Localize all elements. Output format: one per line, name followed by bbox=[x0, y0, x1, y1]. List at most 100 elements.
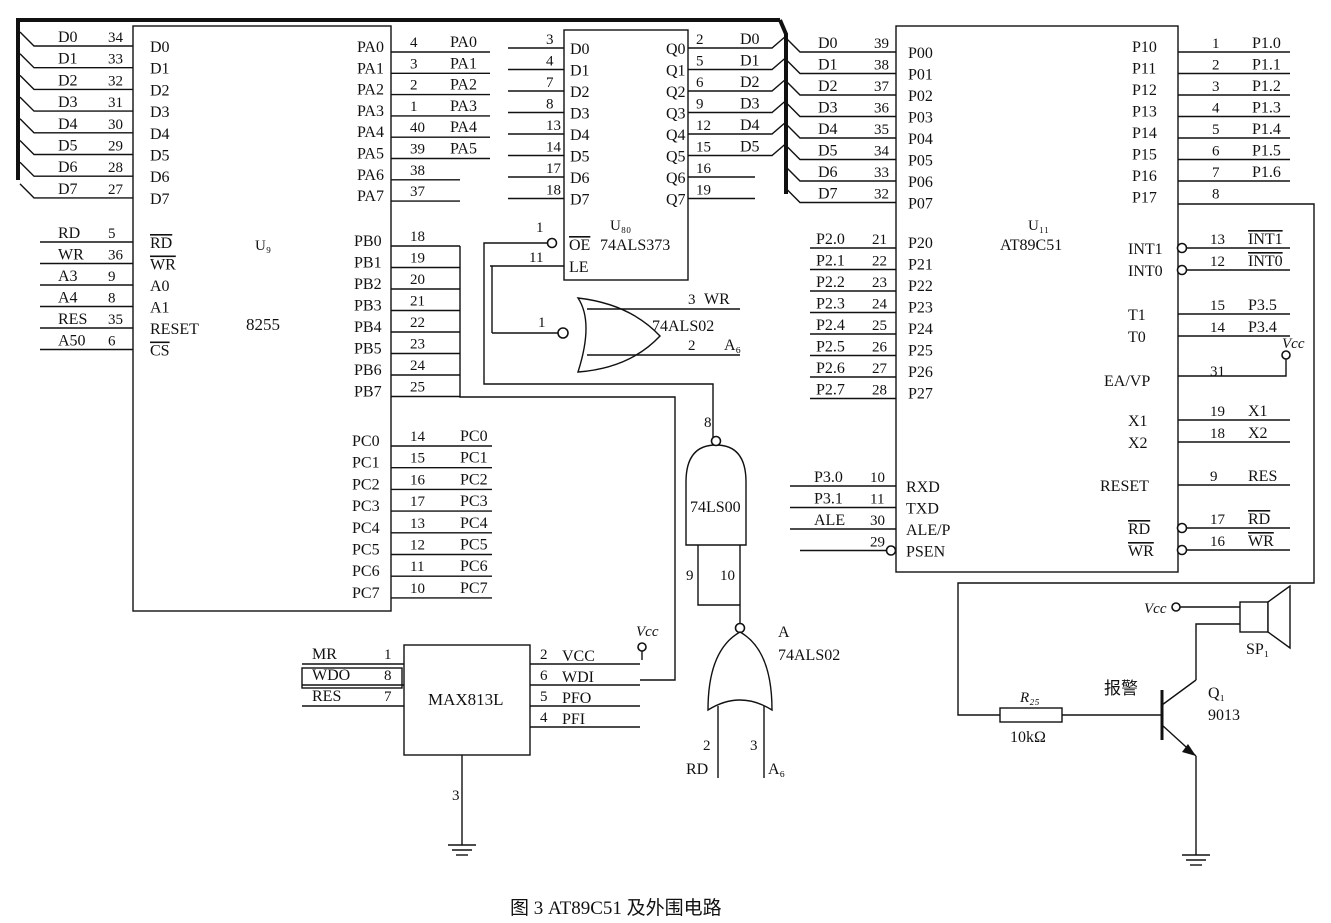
u9-type: 8255 bbox=[246, 315, 280, 334]
nand-bubble bbox=[710, 435, 722, 447]
u80-q-pin-label: Q4 bbox=[666, 127, 686, 144]
u11-right-signal: INT1 bbox=[1248, 231, 1283, 248]
pb0-to-wdi-wire bbox=[459, 246, 676, 681]
u11-p0-pin-number: 38 bbox=[874, 58, 889, 74]
u11-right-pin-number: 14 bbox=[1210, 320, 1226, 336]
u11-p2-pin-number: 24 bbox=[872, 297, 888, 313]
u11-right-pin-number: 16 bbox=[1210, 534, 1226, 550]
u9-pa-signal: PA1 bbox=[450, 55, 477, 72]
u11-p1-signal: P1.3 bbox=[1252, 100, 1281, 117]
max813-right-pin-number: 4 bbox=[540, 710, 548, 726]
u11-p1-signal: P1.1 bbox=[1252, 57, 1281, 74]
u9-pc-pin-number: 12 bbox=[410, 538, 425, 554]
u11-p2-pin-number: 23 bbox=[872, 275, 887, 291]
nor1-bubble bbox=[557, 327, 569, 339]
u9-left-signal: D2 bbox=[58, 72, 78, 89]
nor2-in2-sig: A₆ bbox=[768, 761, 785, 778]
u11-right-signal: P3.5 bbox=[1248, 297, 1277, 314]
u9-pa-pin-label: PA5 bbox=[357, 146, 384, 163]
nor2-in1-num: 2 bbox=[703, 738, 711, 754]
u9-pb-pin-label: PB1 bbox=[354, 255, 382, 272]
u11-p2-signal: P2.7 bbox=[816, 382, 845, 399]
u11-p3-signal: P3.0 bbox=[814, 469, 843, 486]
u9-pc-signal: PC7 bbox=[460, 580, 488, 597]
u9-pc-signal: PC2 bbox=[460, 471, 488, 488]
u9-pa-pin-number: 38 bbox=[410, 163, 425, 179]
u9-left-pin-label: D1 bbox=[150, 61, 170, 78]
u9-pa-pin-label: PA1 bbox=[357, 60, 384, 77]
u11-p1-pin-label: P13 bbox=[1132, 104, 1157, 121]
u9-left-signal: D3 bbox=[58, 94, 78, 111]
nor2-bubble bbox=[734, 622, 746, 634]
resistor-value: 10kΩ bbox=[1010, 729, 1046, 746]
u9-data-line bbox=[19, 161, 133, 177]
u80-oe-label: OE bbox=[569, 237, 590, 254]
u11-right-pin-label: T1 bbox=[1128, 307, 1146, 324]
nor1-type: 74ALS02 bbox=[652, 318, 714, 335]
u9-pa-pin-number: 2 bbox=[410, 78, 418, 94]
u9-pa-pin-number: 37 bbox=[410, 184, 426, 200]
u11-p1-pin-label: P11 bbox=[1132, 61, 1156, 78]
u11-p1-pin-number: 3 bbox=[1212, 79, 1220, 95]
u80-q-pin-label: Q6 bbox=[666, 170, 686, 187]
u80-q-line bbox=[688, 121, 787, 135]
u11-p0-signal: D5 bbox=[818, 143, 838, 160]
u9-left-pin-number: 6 bbox=[108, 334, 116, 350]
u9-left-pin-label: D6 bbox=[150, 169, 170, 186]
u11-p1-pin-label: P14 bbox=[1132, 125, 1157, 142]
chip-u80-74als373: U₈₀ 74ALS373 3D04D17D28D313D414D517D618D… bbox=[490, 29, 787, 281]
u9-left-pin-label: WR bbox=[150, 257, 176, 274]
u9-pa-pin-number: 3 bbox=[410, 56, 418, 72]
u9-pa-pin-label: PA4 bbox=[357, 124, 384, 141]
u11-right-pin-number: 13 bbox=[1210, 232, 1225, 248]
u11-p1-pin-number: 4 bbox=[1212, 101, 1220, 117]
u80-q-pin-label: Q5 bbox=[666, 149, 686, 166]
u9-data-line bbox=[19, 74, 133, 91]
p17-to-resistor-wire bbox=[957, 203, 1315, 716]
transistor-type: 9013 bbox=[1208, 707, 1240, 724]
nand-in1-num: 9 bbox=[686, 568, 694, 584]
u11-right-signal: X1 bbox=[1248, 403, 1268, 420]
u80-q-signal: D3 bbox=[740, 96, 760, 113]
u80-q-line bbox=[688, 35, 787, 49]
u11-right-pin-label: RD bbox=[1128, 521, 1150, 538]
u80-q-pin-number: 6 bbox=[696, 75, 704, 91]
u11-right-signal: X2 bbox=[1248, 425, 1268, 442]
u9-left-pin-number: 28 bbox=[108, 160, 123, 176]
u80-d-pin-label: D3 bbox=[570, 106, 590, 123]
u11-p1-pin-number: 5 bbox=[1212, 122, 1220, 138]
u9-pa-pin-label: PA6 bbox=[357, 167, 384, 184]
u11-right-pin-label: X2 bbox=[1128, 435, 1148, 452]
u9-pb-pin-number: 18 bbox=[410, 229, 425, 245]
u11-p2-pin-label: P20 bbox=[908, 235, 933, 252]
u80-q-signal: D1 bbox=[740, 53, 760, 70]
u80-d-pin-number: 17 bbox=[546, 161, 562, 177]
u80-q-pin-number: 12 bbox=[696, 118, 711, 134]
u9-left-signal: D0 bbox=[58, 29, 78, 46]
u9-left-pin-number: 36 bbox=[108, 248, 124, 264]
u11-p0-pin-label: P07 bbox=[908, 196, 933, 213]
u9-data-line bbox=[19, 183, 133, 199]
u9-pb-pin-label: PB3 bbox=[354, 298, 382, 315]
u11-p3-signal: P3.1 bbox=[814, 491, 843, 508]
u80-q-pin-number: 5 bbox=[696, 54, 704, 70]
u9-left-pin-label: D3 bbox=[150, 104, 170, 121]
u11-right-pin-label: INT0 bbox=[1128, 263, 1163, 280]
u11-p0-pin-number: 33 bbox=[874, 165, 889, 181]
u11-right-bubble bbox=[1176, 544, 1188, 556]
u9-pb-pin-label: PB0 bbox=[354, 233, 382, 250]
u9-pc-pin-label: PC1 bbox=[352, 455, 380, 472]
max813-right-pin-label: PFO bbox=[562, 690, 591, 707]
u9-body bbox=[132, 25, 392, 612]
u11-p0-pin-number: 36 bbox=[874, 101, 890, 117]
u11-right-signal: RD bbox=[1248, 511, 1270, 528]
u9-pa-signal: PA4 bbox=[450, 119, 477, 136]
u80-q-pin-label: Q3 bbox=[666, 106, 686, 123]
u11-right-pin-number: 19 bbox=[1210, 404, 1225, 420]
u9-left-pin-label: A0 bbox=[150, 278, 170, 295]
speaker-name: SP₁ bbox=[1246, 641, 1269, 658]
u11-p2-signal: P2.5 bbox=[816, 339, 845, 356]
u9-pb-pin-number: 23 bbox=[410, 337, 425, 353]
